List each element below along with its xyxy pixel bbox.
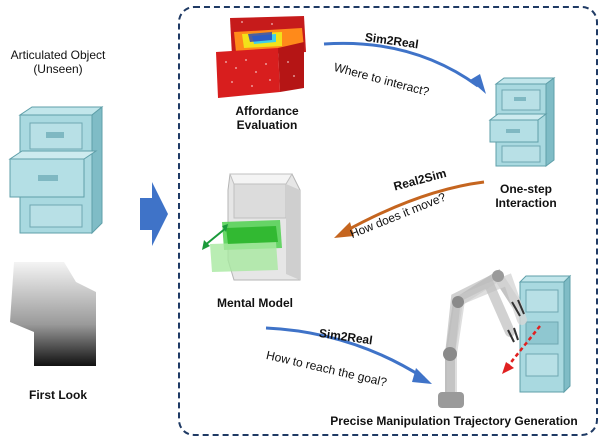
pipeline-panel	[178, 6, 598, 436]
depth-image-first-look	[10, 262, 96, 366]
affordance-label-line1: Affordance	[235, 104, 299, 118]
main-arrow-icon	[140, 182, 168, 246]
one-step-label-line1: One-step	[499, 182, 552, 196]
first-look-label: First Look	[28, 388, 87, 402]
trajectory-label: Precise Manipulation Trajectory Generati…	[330, 414, 578, 428]
affordance-label: Affordance Evaluation	[212, 104, 322, 132]
robot-trajectory-illustration	[438, 269, 572, 408]
real2sim-arrow	[334, 180, 485, 238]
object-title: Articulated Object (Unseen)	[0, 48, 116, 76]
sim2real-top-arrow	[323, 41, 486, 94]
affordance-label-line2: Evaluation	[236, 118, 298, 132]
affordance-heatmap-illustration	[216, 16, 306, 98]
mental-model-illustration	[202, 173, 301, 281]
object-title-line2: (Unseen)	[33, 62, 83, 76]
cabinet-interaction-illustration	[488, 77, 556, 167]
cabinet-left-illustration	[8, 105, 104, 235]
mental-model-label: Mental Model	[216, 296, 293, 310]
object-title-line1: Articulated Object	[10, 48, 106, 62]
sim2real-bottom-arrow	[265, 326, 432, 384]
one-step-label: One-step Interaction	[486, 182, 566, 210]
one-step-label-line2: Interaction	[495, 196, 557, 210]
